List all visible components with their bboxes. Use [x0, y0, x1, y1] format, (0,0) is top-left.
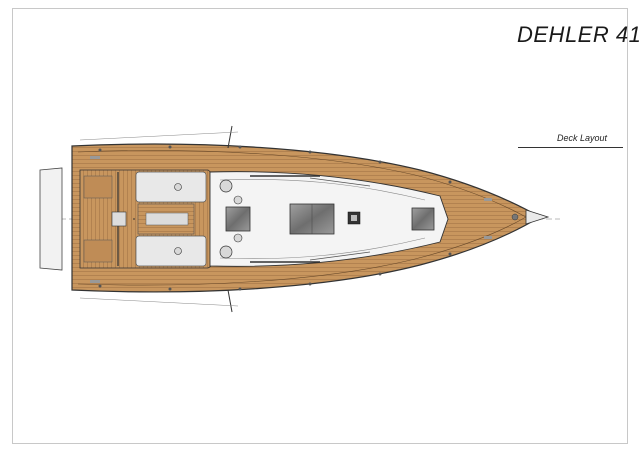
forestay-fitting [511, 213, 519, 221]
companionway-hatch [225, 206, 251, 232]
coachroof-edge-starboard [219, 237, 426, 260]
helm-seat-starboard [83, 239, 113, 263]
cleat-bow-port [484, 198, 492, 201]
jib-sheet-lead-port [309, 177, 371, 187]
drawing-subtitle: Deck Layout [557, 133, 608, 143]
stanchions-starboard [98, 252, 452, 291]
winch-starboard-secondary [233, 233, 243, 243]
winch-cockpit-port [174, 183, 182, 191]
stanchions-port [98, 145, 452, 184]
cleat-stern-port [90, 156, 100, 159]
backstay-starboard-guide [79, 297, 239, 307]
drawing-title: DEHLER 41 [517, 22, 640, 47]
jib-sheet-lead-starboard [309, 251, 371, 261]
table-leaf [145, 212, 189, 226]
chainplate-port [227, 125, 233, 149]
chainplate-starboard [227, 289, 233, 313]
forward-hatch [411, 207, 435, 231]
swim-platform [39, 167, 63, 271]
drawing-frame [12, 8, 628, 444]
subtitle-underline [518, 147, 623, 148]
winch-cockpit-starboard [174, 247, 182, 255]
bow-fitting [525, 209, 550, 225]
cleat-stern-starboard [90, 280, 100, 283]
cockpit-seat-port [135, 171, 207, 203]
winch-port-primary [219, 179, 233, 193]
helm-seat-port [83, 175, 113, 199]
backstay-port-guide [79, 131, 239, 141]
winch-starboard-primary [219, 245, 233, 259]
coachroof-edge-port [219, 178, 426, 201]
cockpit-seat-starboard [135, 235, 207, 267]
winch-port-secondary [233, 195, 243, 205]
mast-section [351, 215, 357, 221]
cleat-bow-starboard [484, 236, 492, 239]
helm-pedestal [111, 211, 127, 227]
